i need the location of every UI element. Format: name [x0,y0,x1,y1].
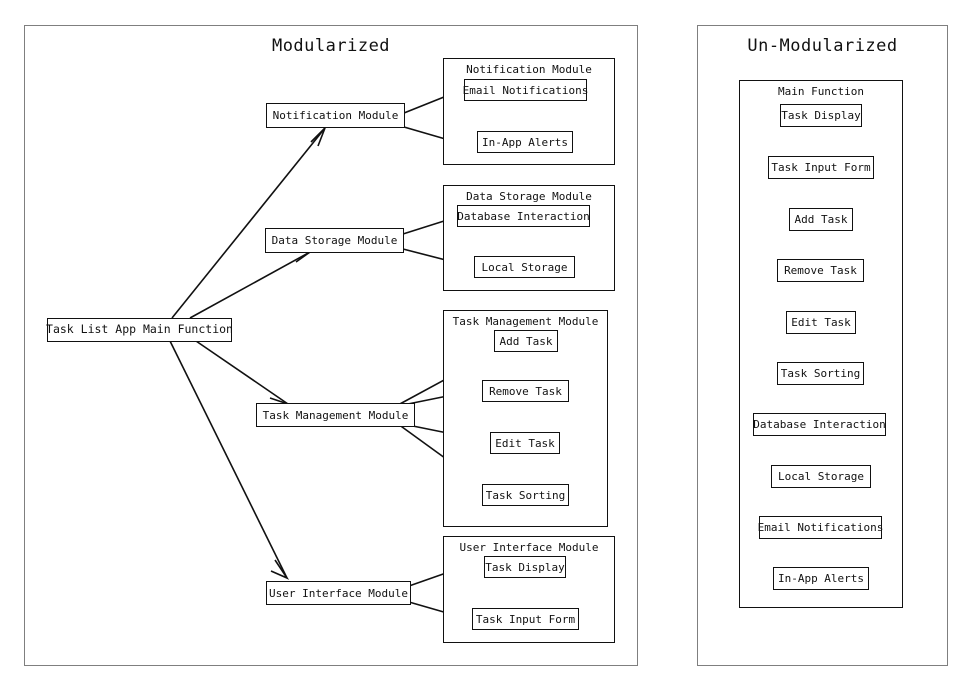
node-database-interaction[interactable]: Database Interaction [457,205,590,227]
node-task-list-app-main-function[interactable]: Task List App Main Function [46,318,233,342]
node-un-task-display[interactable]: Task Display [780,104,862,127]
node-un-email-notifications[interactable]: Email Notifications [758,516,883,539]
node-un-add-task[interactable]: Add Task [789,208,853,231]
node-task-management-module[interactable]: Task Management Module [256,403,415,427]
node-un-edit-task[interactable]: Edit Task [786,311,856,334]
cluster-data-storage-module-title: Data Storage Module [466,190,592,203]
node-data-storage-module[interactable]: Data Storage Module [265,228,404,253]
node-task-sorting[interactable]: Task Sorting [482,484,569,506]
node-user-interface-module[interactable]: User Interface Module [266,581,411,605]
node-email-notifications[interactable]: Email Notifications [463,79,588,101]
cluster-main-function-title: Main Function [777,85,865,98]
panel-modularized-title: Modularized [271,36,391,56]
node-task-input-form[interactable]: Task Input Form [472,608,579,630]
node-un-task-input-form[interactable]: Task Input Form [768,156,874,179]
node-local-storage[interactable]: Local Storage [474,256,575,278]
node-edit-task[interactable]: Edit Task [490,432,560,454]
cluster-notification-module-title: Notification Module [466,63,592,76]
cluster-user-interface-module-title: User Interface Module [459,541,599,554]
node-add-task[interactable]: Add Task [494,330,558,352]
panel-unmodularized-title: Un-Modularized [747,36,898,56]
node-un-remove-task[interactable]: Remove Task [777,259,864,282]
node-un-task-sorting[interactable]: Task Sorting [777,362,864,385]
node-un-database-interaction[interactable]: Database Interaction [753,413,886,436]
node-un-in-app-alerts[interactable]: In-App Alerts [773,567,869,590]
node-remove-task[interactable]: Remove Task [482,380,569,402]
node-in-app-alerts[interactable]: In-App Alerts [477,131,573,153]
cluster-task-management-module-title: Task Management Module [452,315,599,328]
node-notification-module[interactable]: Notification Module [266,103,405,128]
node-task-display[interactable]: Task Display [484,556,566,578]
node-un-local-storage[interactable]: Local Storage [771,465,871,488]
